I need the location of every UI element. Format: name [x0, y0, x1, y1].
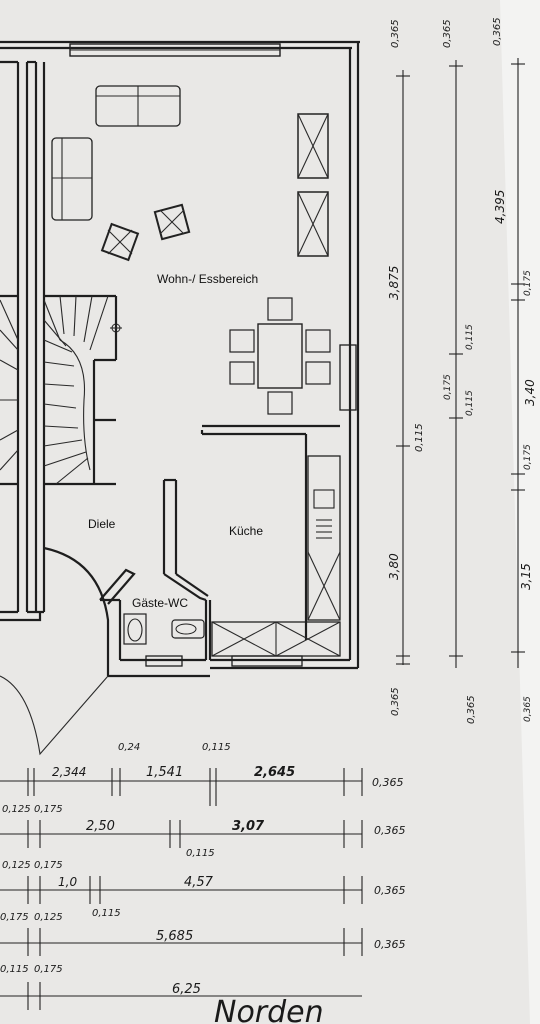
svg-text:4,57: 4,57	[184, 875, 214, 890]
room-label-guest-wc: Gäste-WC	[132, 596, 188, 610]
svg-text:1,541: 1,541	[146, 765, 183, 780]
svg-text:0,115: 0,115	[414, 423, 425, 452]
svg-text:0,115: 0,115	[0, 964, 29, 975]
svg-text:3,07: 3,07	[232, 819, 265, 834]
svg-text:1,0: 1,0	[58, 875, 77, 889]
svg-text:0,115: 0,115	[465, 390, 475, 416]
vertical-dimension-col1: 0,365 3,875 0,115 3,80 0,365	[387, 19, 425, 716]
sofa-top	[95, 85, 181, 127]
paper-edge	[500, 0, 540, 1024]
svg-text:0,175: 0,175	[34, 804, 63, 815]
svg-text:0,365: 0,365	[374, 824, 406, 837]
vertical-dimension-col2: 0,365 0,115 0,175 0,115 0,365	[442, 19, 477, 724]
svg-text:2,50: 2,50	[86, 819, 115, 834]
svg-text:0,365: 0,365	[466, 695, 477, 724]
svg-text:3,40: 3,40	[523, 379, 537, 406]
svg-text:0,115: 0,115	[465, 324, 475, 350]
north-label: Norden	[214, 995, 324, 1024]
svg-text:3,80: 3,80	[387, 553, 401, 580]
horizontal-dimension-row1: 2,344 0,24 1,541 0,115 2,645 0,365	[0, 742, 404, 806]
dining-table	[229, 297, 331, 415]
svg-text:0,175: 0,175	[523, 444, 533, 470]
svg-text:2,645: 2,645	[254, 765, 295, 780]
party-wall	[0, 60, 46, 614]
sofa-side	[51, 137, 93, 221]
svg-text:0,175: 0,175	[34, 860, 63, 871]
svg-text:0,125: 0,125	[2, 804, 31, 815]
cabinet-lower	[297, 191, 329, 257]
svg-text:0,175: 0,175	[0, 912, 29, 923]
room-label-hall: Diele	[88, 517, 116, 531]
svg-text:0,24: 0,24	[118, 742, 140, 753]
vertical-dimension-col3: 0,365 4,395 0,175 3,40 0,175 3,15 0,365	[492, 17, 537, 722]
svg-text:6,25: 6,25	[172, 982, 201, 997]
svg-text:0,365: 0,365	[492, 17, 503, 46]
kitchen-counter	[211, 455, 341, 657]
svg-text:0,115: 0,115	[202, 742, 231, 753]
horizontal-dimension-row2: 0,125 0,175 2,50 0,115 3,07 0,365	[0, 804, 406, 859]
horizontal-dimension-row3: 0,125 0,175 1,0 0,115 4,57 0,365	[0, 860, 406, 919]
svg-text:0,175: 0,175	[523, 270, 533, 296]
svg-text:0,125: 0,125	[34, 912, 63, 923]
svg-text:5,685: 5,685	[156, 929, 193, 944]
room-label-living: Wohn-/ Essbereich	[157, 272, 258, 286]
svg-text:3,15: 3,15	[519, 563, 533, 590]
svg-text:4,395: 4,395	[493, 190, 507, 224]
svg-text:0,125: 0,125	[2, 860, 31, 871]
svg-text:0,365: 0,365	[523, 696, 533, 722]
svg-text:3,875: 3,875	[387, 266, 401, 300]
svg-text:0,115: 0,115	[92, 908, 121, 919]
armchair-2	[153, 203, 191, 241]
svg-text:0,175: 0,175	[34, 964, 63, 975]
armchair-1	[100, 222, 140, 262]
svg-text:0,365: 0,365	[442, 19, 453, 48]
room-label-kitchen: Küche	[229, 524, 263, 538]
svg-text:0,365: 0,365	[374, 938, 406, 951]
svg-text:0,365: 0,365	[390, 19, 401, 48]
wc-fixtures	[123, 613, 205, 645]
cabinet-upper	[297, 113, 329, 179]
staircase	[0, 294, 122, 486]
svg-text:0,365: 0,365	[374, 884, 406, 897]
horizontal-dimension-row4: 0,175 0,125 5,685 0,365	[0, 912, 406, 956]
svg-text:0,365: 0,365	[390, 687, 401, 716]
svg-text:0,365: 0,365	[372, 776, 404, 789]
svg-text:0,115: 0,115	[186, 848, 215, 859]
svg-text:0,175: 0,175	[443, 374, 453, 400]
horizontal-dimension-row5: 0,115 0,175 6,25	[0, 964, 362, 1010]
svg-text:2,344: 2,344	[52, 765, 86, 779]
interior-walls	[0, 424, 340, 756]
